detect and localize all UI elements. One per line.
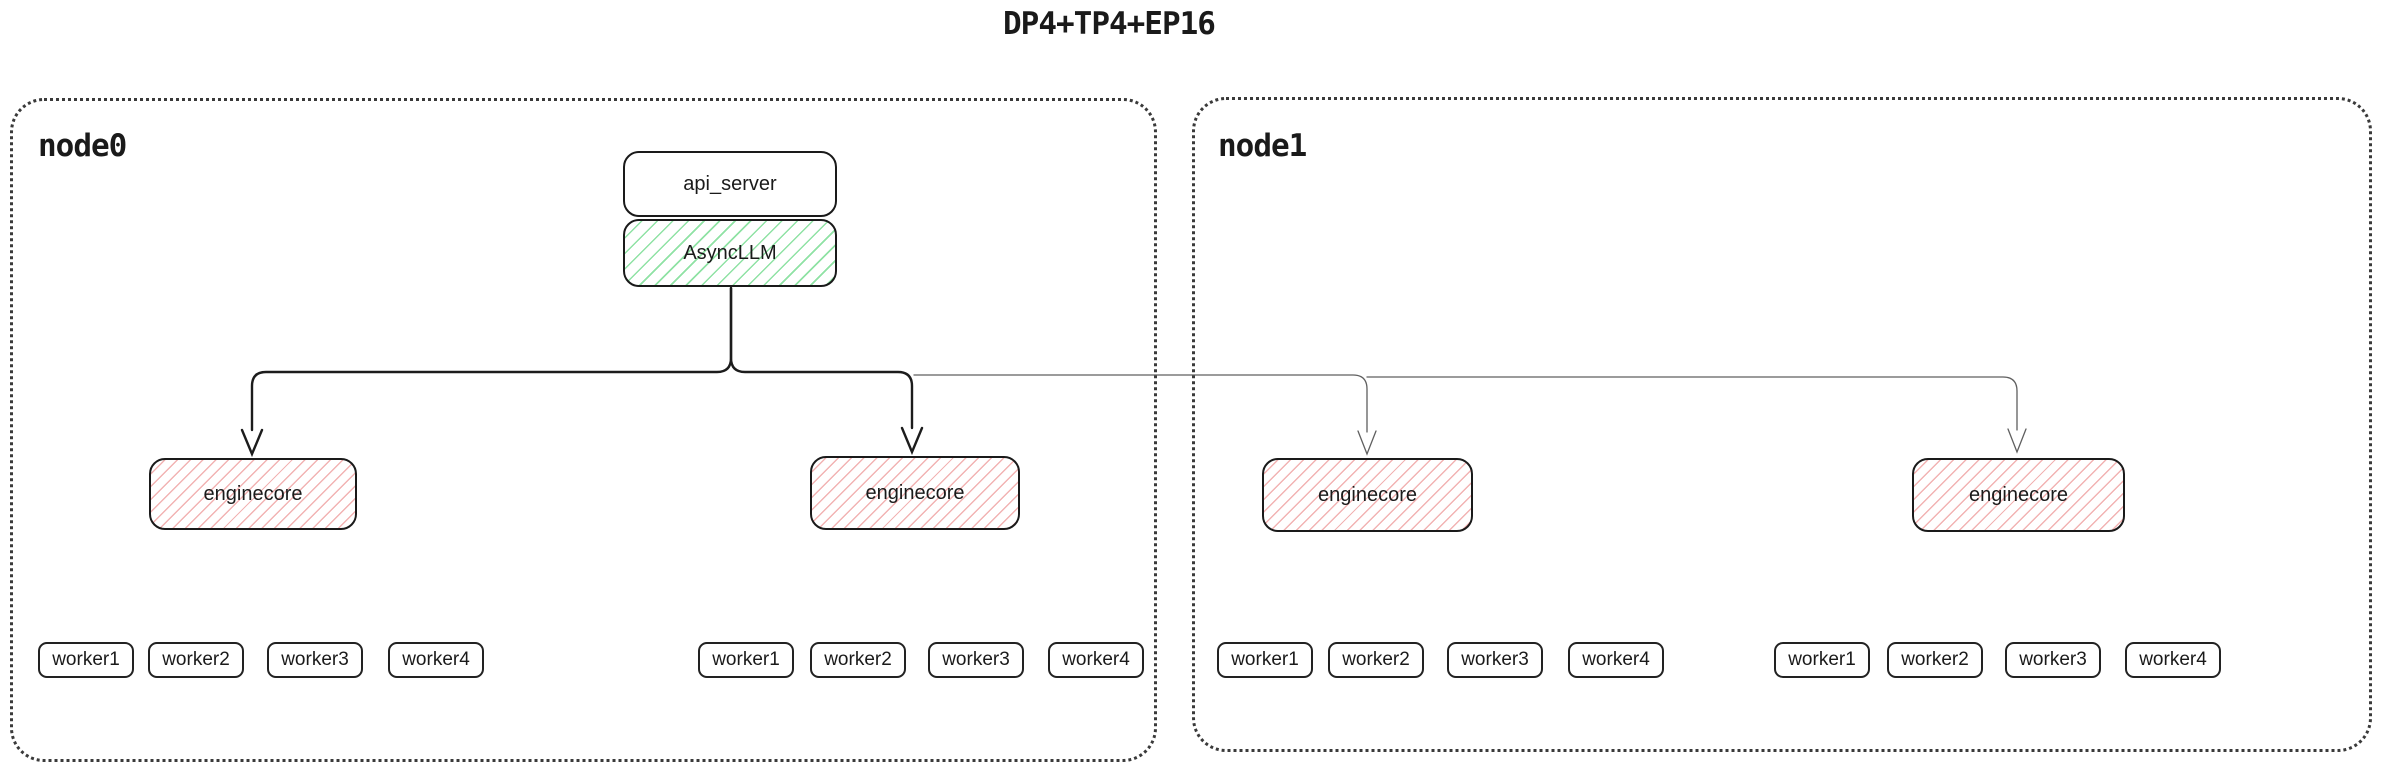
worker-label: worker1 [1231, 649, 1299, 670]
enginecore-box-2: enginecore [810, 456, 1020, 530]
worker-box: worker2 [148, 642, 244, 678]
worker-label: worker3 [2019, 649, 2087, 670]
worker-box: worker3 [1447, 642, 1543, 678]
worker-label: worker2 [824, 649, 892, 670]
worker-box: worker3 [928, 642, 1024, 678]
worker-label: worker2 [1342, 649, 1410, 670]
api-server-label: api_server [683, 172, 777, 195]
enginecore-label: enginecore [865, 481, 965, 504]
worker-box: worker4 [388, 642, 484, 678]
node0-label: node0 [38, 128, 127, 164]
worker-box: worker1 [38, 642, 134, 678]
enginecore-label: enginecore [1969, 483, 2068, 506]
worker-label: worker4 [1062, 649, 1130, 670]
worker-label: worker3 [942, 649, 1010, 670]
worker-box: worker4 [2125, 642, 2221, 678]
worker-box: worker3 [267, 642, 363, 678]
worker-box: worker2 [810, 642, 906, 678]
worker-label: worker4 [1582, 649, 1650, 670]
worker-label: worker3 [1461, 649, 1529, 670]
api-server-box: api_server [623, 151, 837, 217]
enginecore-box-3: enginecore [1262, 458, 1473, 532]
worker-label: worker1 [52, 649, 120, 670]
worker-label: worker4 [402, 649, 470, 670]
worker-label: worker2 [1901, 649, 1969, 670]
worker-box: worker1 [698, 642, 794, 678]
enginecore-box-4: enginecore [1912, 458, 2125, 532]
worker-box: worker2 [1328, 642, 1424, 678]
worker-box: worker2 [1887, 642, 1983, 678]
diagram-title: DP4+TP4+EP16 [1003, 6, 1216, 42]
worker-label: worker1 [712, 649, 780, 670]
worker-box: worker4 [1568, 642, 1664, 678]
node1-label: node1 [1218, 128, 1307, 164]
worker-label: worker3 [281, 649, 349, 670]
worker-label: worker1 [1788, 649, 1856, 670]
asyncllm-label: AsyncLLM [683, 241, 777, 264]
worker-label: worker2 [162, 649, 230, 670]
enginecore-box-1: enginecore [149, 458, 357, 530]
worker-box: worker1 [1774, 642, 1870, 678]
asyncllm-box: AsyncLLM [623, 219, 837, 287]
worker-box: worker4 [1048, 642, 1144, 678]
worker-box: worker3 [2005, 642, 2101, 678]
enginecore-label: enginecore [203, 482, 303, 505]
worker-box: worker1 [1217, 642, 1313, 678]
worker-label: worker4 [2139, 649, 2207, 670]
enginecore-label: enginecore [1318, 483, 1417, 506]
